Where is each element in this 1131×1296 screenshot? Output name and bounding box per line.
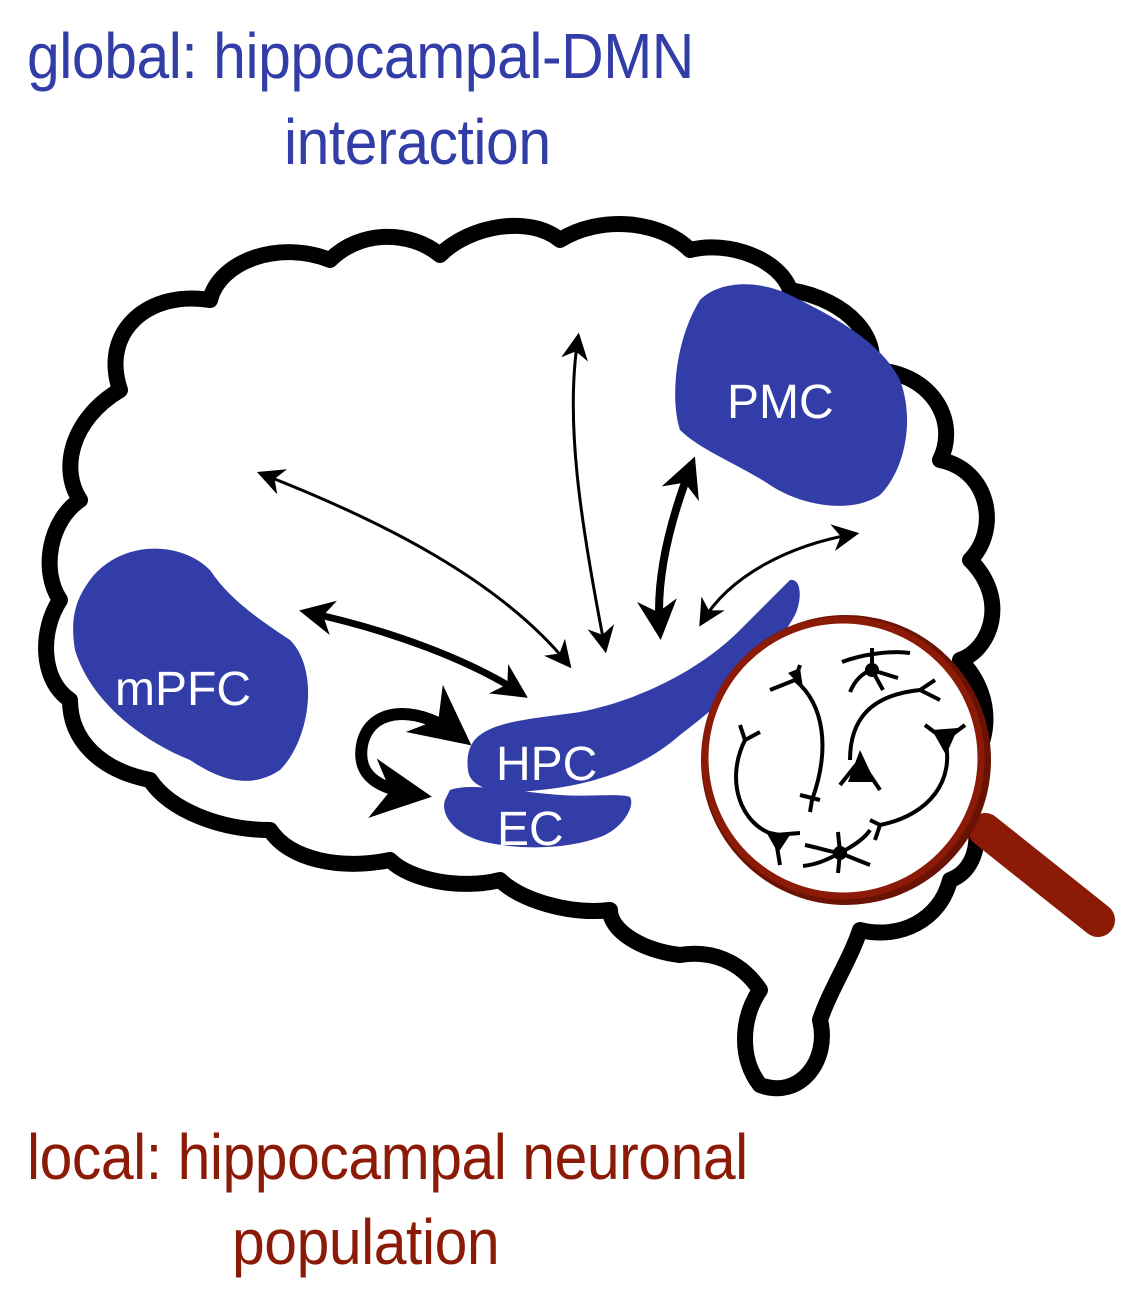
hpc-region [467,579,800,792]
arrow-frontal-hpc [256,469,572,669]
arrow-temporal-hpc [699,524,860,627]
arrow-hpc-ec-loop [355,684,472,818]
pmc-label: PMC [727,376,834,429]
arrow-parietal-hpc [561,332,615,654]
local-title-line1: local: hippocampal neuronal [27,1121,748,1193]
local-title-line2: population [232,1206,500,1278]
ec-label: EC [497,803,564,856]
arrow-pmc-hpc [637,456,699,640]
hpc-label: HPC [496,738,597,791]
mpfc-label: mPFC [115,663,251,716]
global-title-line1: global: hippocampal-DMN [27,20,694,92]
global-title-line2: interaction [284,106,551,178]
neuron-icon [734,648,967,874]
ec-region [444,786,632,848]
magnifying-glass-icon [701,615,1115,937]
pmc-region [675,284,908,506]
arrow-mpfc-hpc [299,600,528,698]
mpfc-region [73,548,309,781]
